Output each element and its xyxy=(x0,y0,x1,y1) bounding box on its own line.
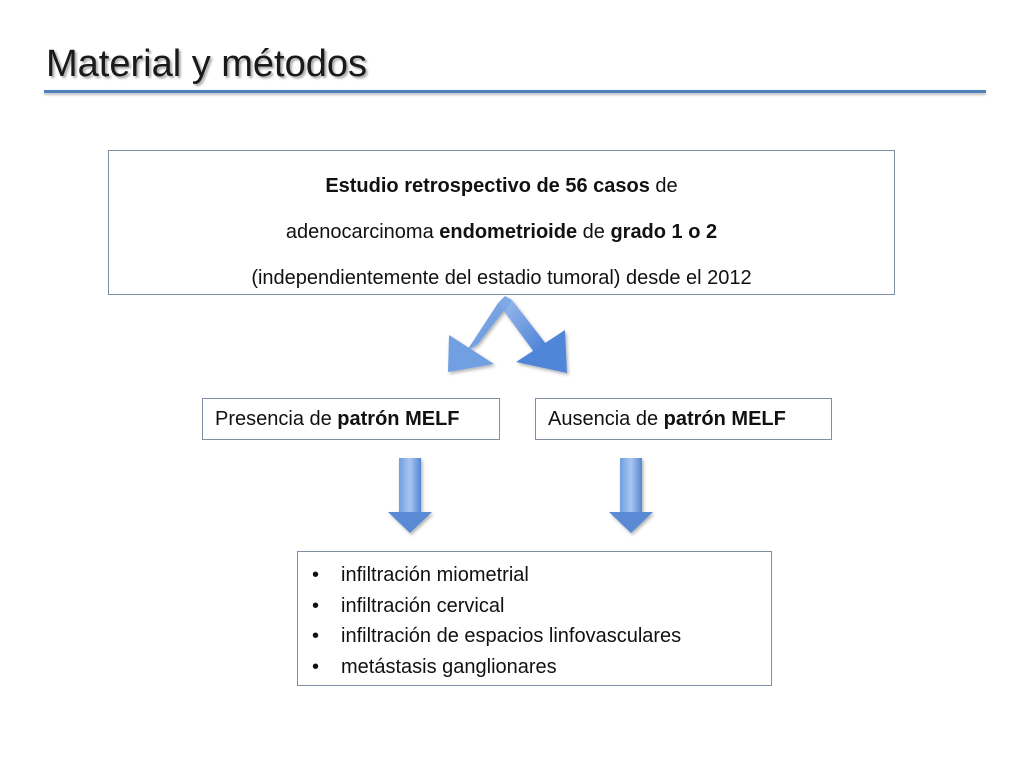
study-description-box: Estudio retrospectivo de 56 casos de ade… xyxy=(108,150,895,295)
tumor-grade: grado 1 o 2 xyxy=(610,221,718,243)
down-arrow-icon xyxy=(609,458,653,533)
melf-presence-pre: Presencia de xyxy=(215,408,338,430)
slide-title: Material y métodos xyxy=(46,43,368,85)
study-line-2: adenocarcinoma endometrioide de grado 1 … xyxy=(109,209,894,255)
melf-presence-bold: patrón MELF xyxy=(337,408,460,430)
list-item: metástasis ganglionares xyxy=(312,652,771,683)
list-item: infiltración miometrial xyxy=(312,560,771,591)
split-arrow-icon xyxy=(448,296,567,373)
study-line-2-mid: de xyxy=(577,221,611,243)
melf-presence-box: Presencia de patrón MELF xyxy=(202,398,500,440)
study-line-3: (independientemente del estadio tumoral)… xyxy=(251,267,752,289)
melf-absence-bold: patrón MELF xyxy=(663,408,786,430)
down-arrow-icon xyxy=(388,458,432,533)
outcomes-list: infiltración miometrial infiltración cer… xyxy=(312,560,771,682)
list-item: infiltración cervical xyxy=(312,591,771,622)
title-underline xyxy=(44,90,986,93)
melf-absence-pre: Ausencia de xyxy=(548,408,664,430)
histology-type: endometrioide xyxy=(439,221,578,243)
study-line-2-pre: adenocarcinoma xyxy=(285,221,440,243)
study-line-1-rest: de xyxy=(649,175,678,197)
list-item: infiltración de espacios linfovasculares xyxy=(312,621,771,652)
outcomes-box: infiltración miometrial infiltración cer… xyxy=(297,551,772,686)
melf-absence-box: Ausencia de patrón MELF xyxy=(535,398,832,440)
study-count: Estudio retrospectivo de 56 casos xyxy=(325,175,650,197)
study-line-1: Estudio retrospectivo de 56 casos de xyxy=(109,163,894,209)
